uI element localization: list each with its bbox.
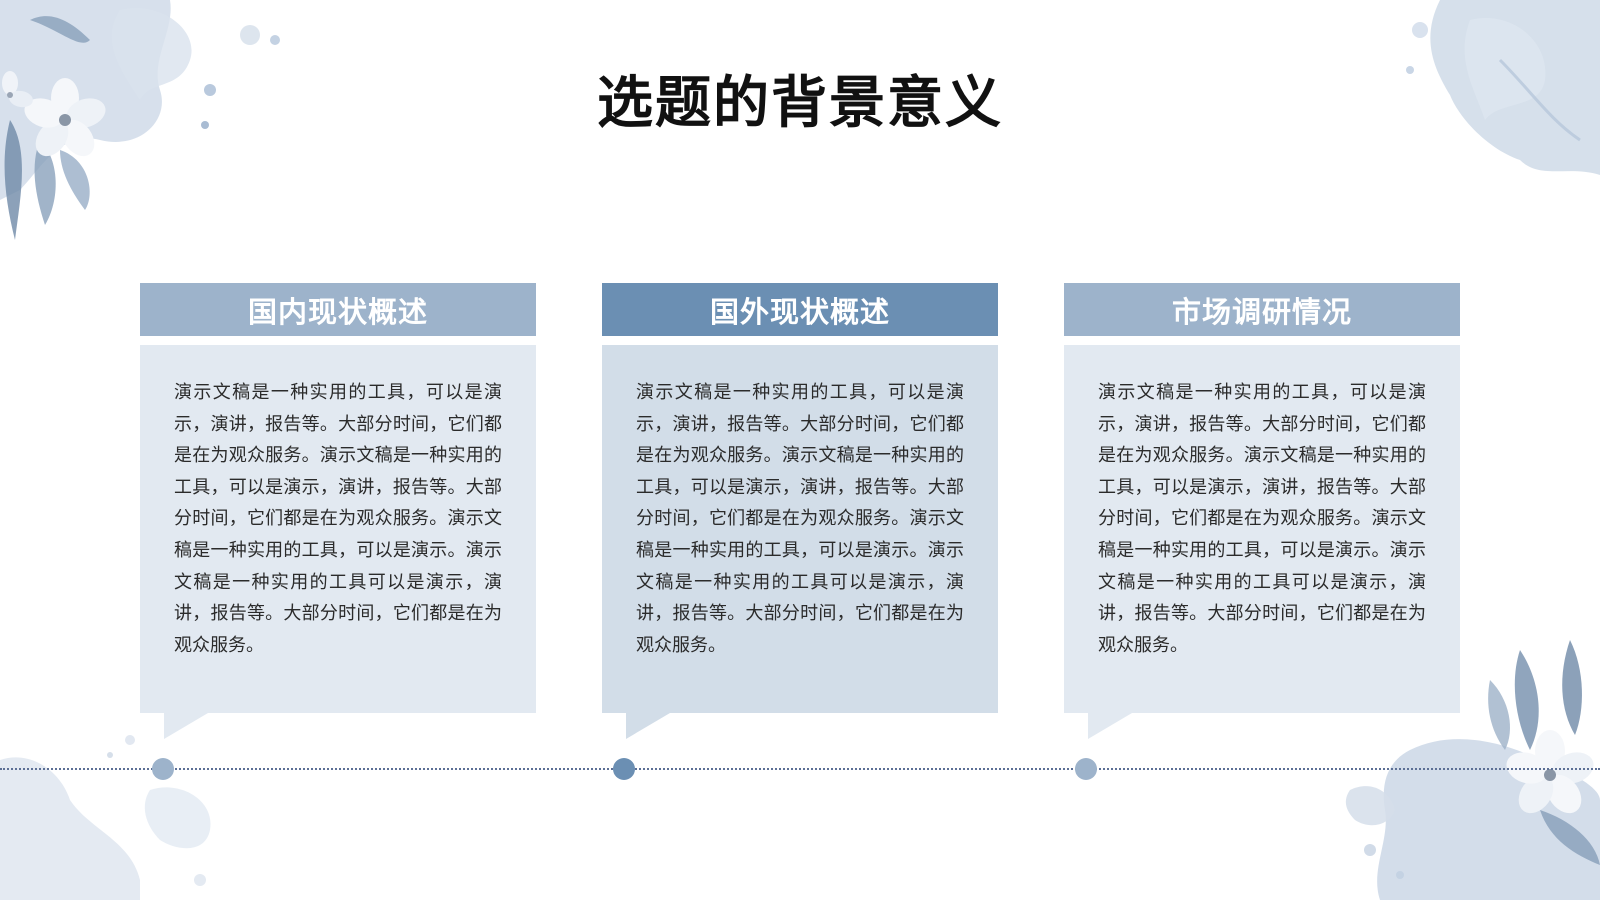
timeline-dot	[1075, 758, 1097, 780]
watercolor-splash-bottom-left-icon	[0, 735, 211, 900]
timeline-dot	[613, 758, 635, 780]
card-heading: 国外现状概述	[602, 283, 998, 336]
page-title: 选题的背景意义	[597, 71, 1003, 136]
card-body: 演示文稿是一种实用的工具，可以是演示，演讲，报告等。大部分时间，它们都是在为观众…	[1064, 345, 1460, 739]
speech-bubble-tail	[626, 713, 670, 739]
card-heading: 市场调研情况	[1064, 283, 1460, 336]
card-foreign-status: 国外现状概述 演示文稿是一种实用的工具，可以是演示，演讲，报告等。大部分时间，它…	[602, 283, 998, 739]
card-body-text: 演示文稿是一种实用的工具，可以是演示，演讲，报告等。大部分时间，它们都是在为观众…	[174, 382, 502, 656]
card-domestic-status: 国内现状概述 演示文稿是一种实用的工具，可以是演示，演讲，报告等。大部分时间，它…	[140, 283, 536, 739]
card-body-text: 演示文稿是一种实用的工具，可以是演示，演讲，报告等。大部分时间，它们都是在为观众…	[636, 382, 964, 656]
card-body: 演示文稿是一种实用的工具，可以是演示，演讲，报告等。大部分时间，它们都是在为观众…	[602, 345, 998, 739]
speech-bubble-tail	[164, 713, 208, 739]
card-heading: 国内现状概述	[140, 283, 536, 336]
card-body: 演示文稿是一种实用的工具，可以是演示，演讲，报告等。大部分时间，它们都是在为观众…	[140, 345, 536, 739]
timeline-line	[0, 768, 1600, 770]
timeline-dot	[152, 758, 174, 780]
card-body-text: 演示文稿是一种实用的工具，可以是演示，演讲，报告等。大部分时间，它们都是在为观众…	[1098, 382, 1426, 656]
speech-bubble-tail	[1088, 713, 1132, 739]
card-market-research: 市场调研情况 演示文稿是一种实用的工具，可以是演示，演讲，报告等。大部分时间，它…	[1064, 283, 1460, 739]
